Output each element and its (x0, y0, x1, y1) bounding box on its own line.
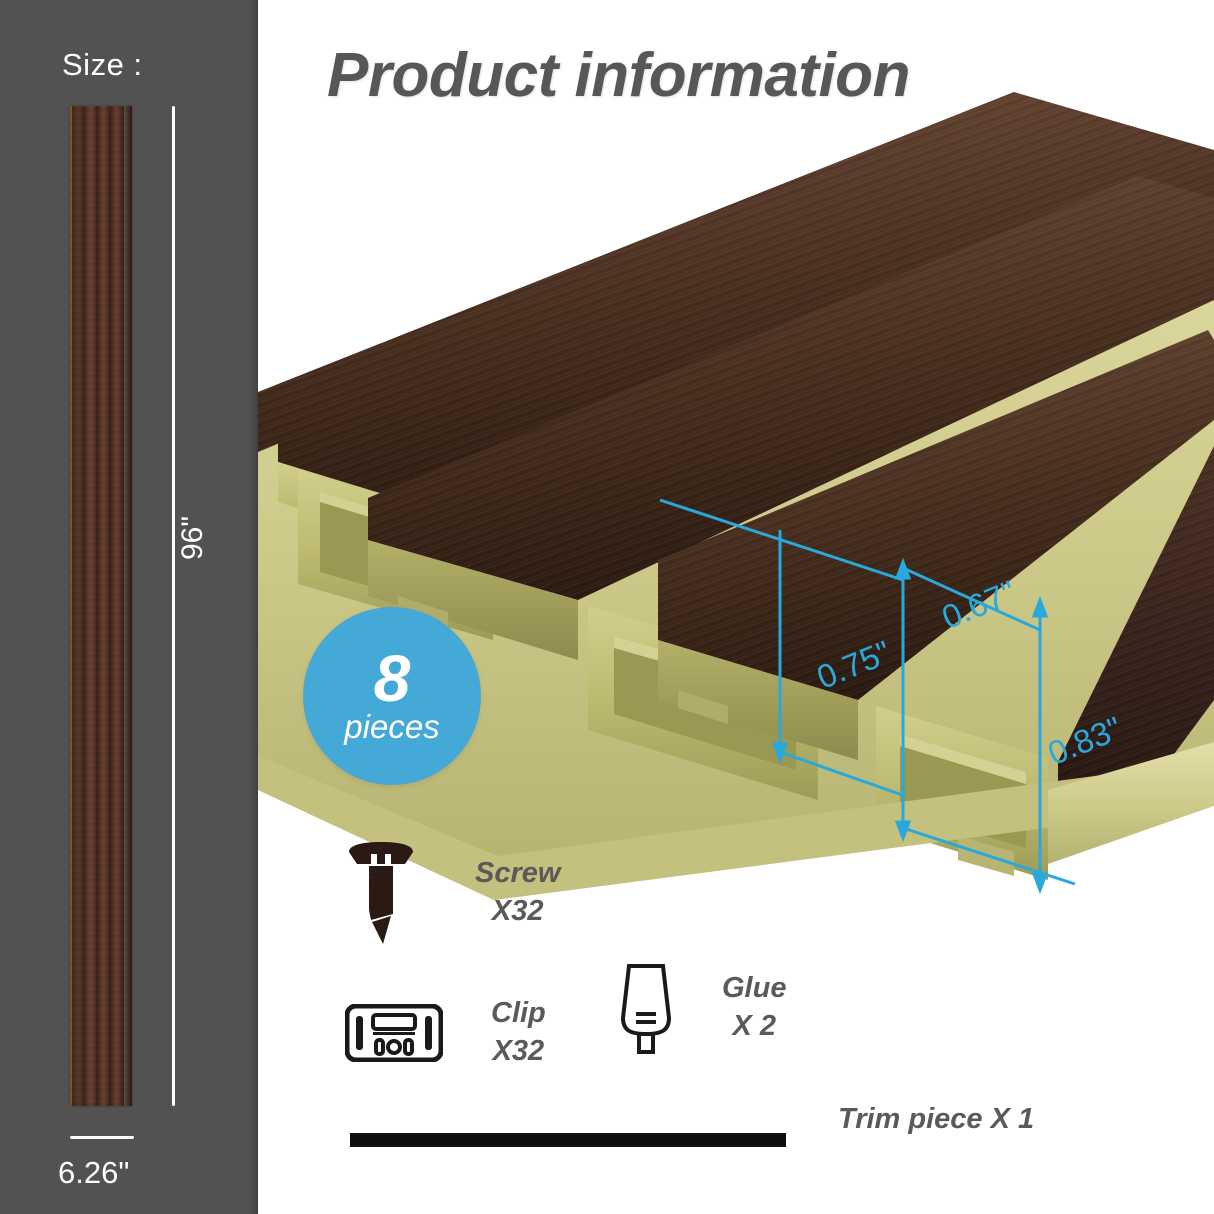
screw-icon (345, 838, 417, 948)
size-panel: Size : 96" 6.26" (0, 0, 258, 1214)
screw-qty: X32 (491, 895, 544, 927)
glue-tube-icon (612, 960, 680, 1056)
size-label: Size : (62, 47, 143, 82)
screw-text: Screw X32 (475, 855, 560, 930)
clip-label: Clip (491, 997, 546, 1029)
trim-bar-icon (350, 1133, 786, 1147)
clip-icon (345, 1003, 443, 1062)
trim-qty: X 1 (990, 1103, 1035, 1135)
trim-text: Trim piece X 1 (838, 1100, 1034, 1139)
piece-count-unit: pieces (344, 708, 440, 746)
page-title: Product information (327, 41, 910, 110)
slat-2 (368, 176, 1214, 660)
accessory-screw: Screw X32 (345, 838, 560, 948)
accessory-glue: Glue X 2 (612, 960, 786, 1056)
piece-count-badge: 8 pieces (303, 607, 481, 785)
glue-text: Glue X 2 (722, 970, 786, 1045)
height-value: 96" (176, 515, 209, 560)
panel-edge-shadow (248, 0, 258, 1214)
accessory-clip: Clip X32 (345, 995, 546, 1070)
screw-label: Screw (475, 857, 561, 890)
clip-qty: X32 (492, 1034, 545, 1067)
wood-grain-texture (70, 106, 132, 1106)
glue-label: Glue (722, 972, 787, 1005)
glue-qty: X 2 (732, 1010, 776, 1042)
height-measure-line (172, 106, 175, 1106)
width-value: 6.26" (58, 1155, 130, 1190)
clip-text: Clip X32 (491, 995, 546, 1070)
width-measure-line (70, 1136, 134, 1139)
trim-label: Trim piece (838, 1103, 983, 1135)
slat-3 (658, 330, 1214, 760)
piece-count-number: 8 (373, 640, 411, 715)
slat-4 (1058, 446, 1214, 830)
slat-sample-image (70, 106, 132, 1106)
